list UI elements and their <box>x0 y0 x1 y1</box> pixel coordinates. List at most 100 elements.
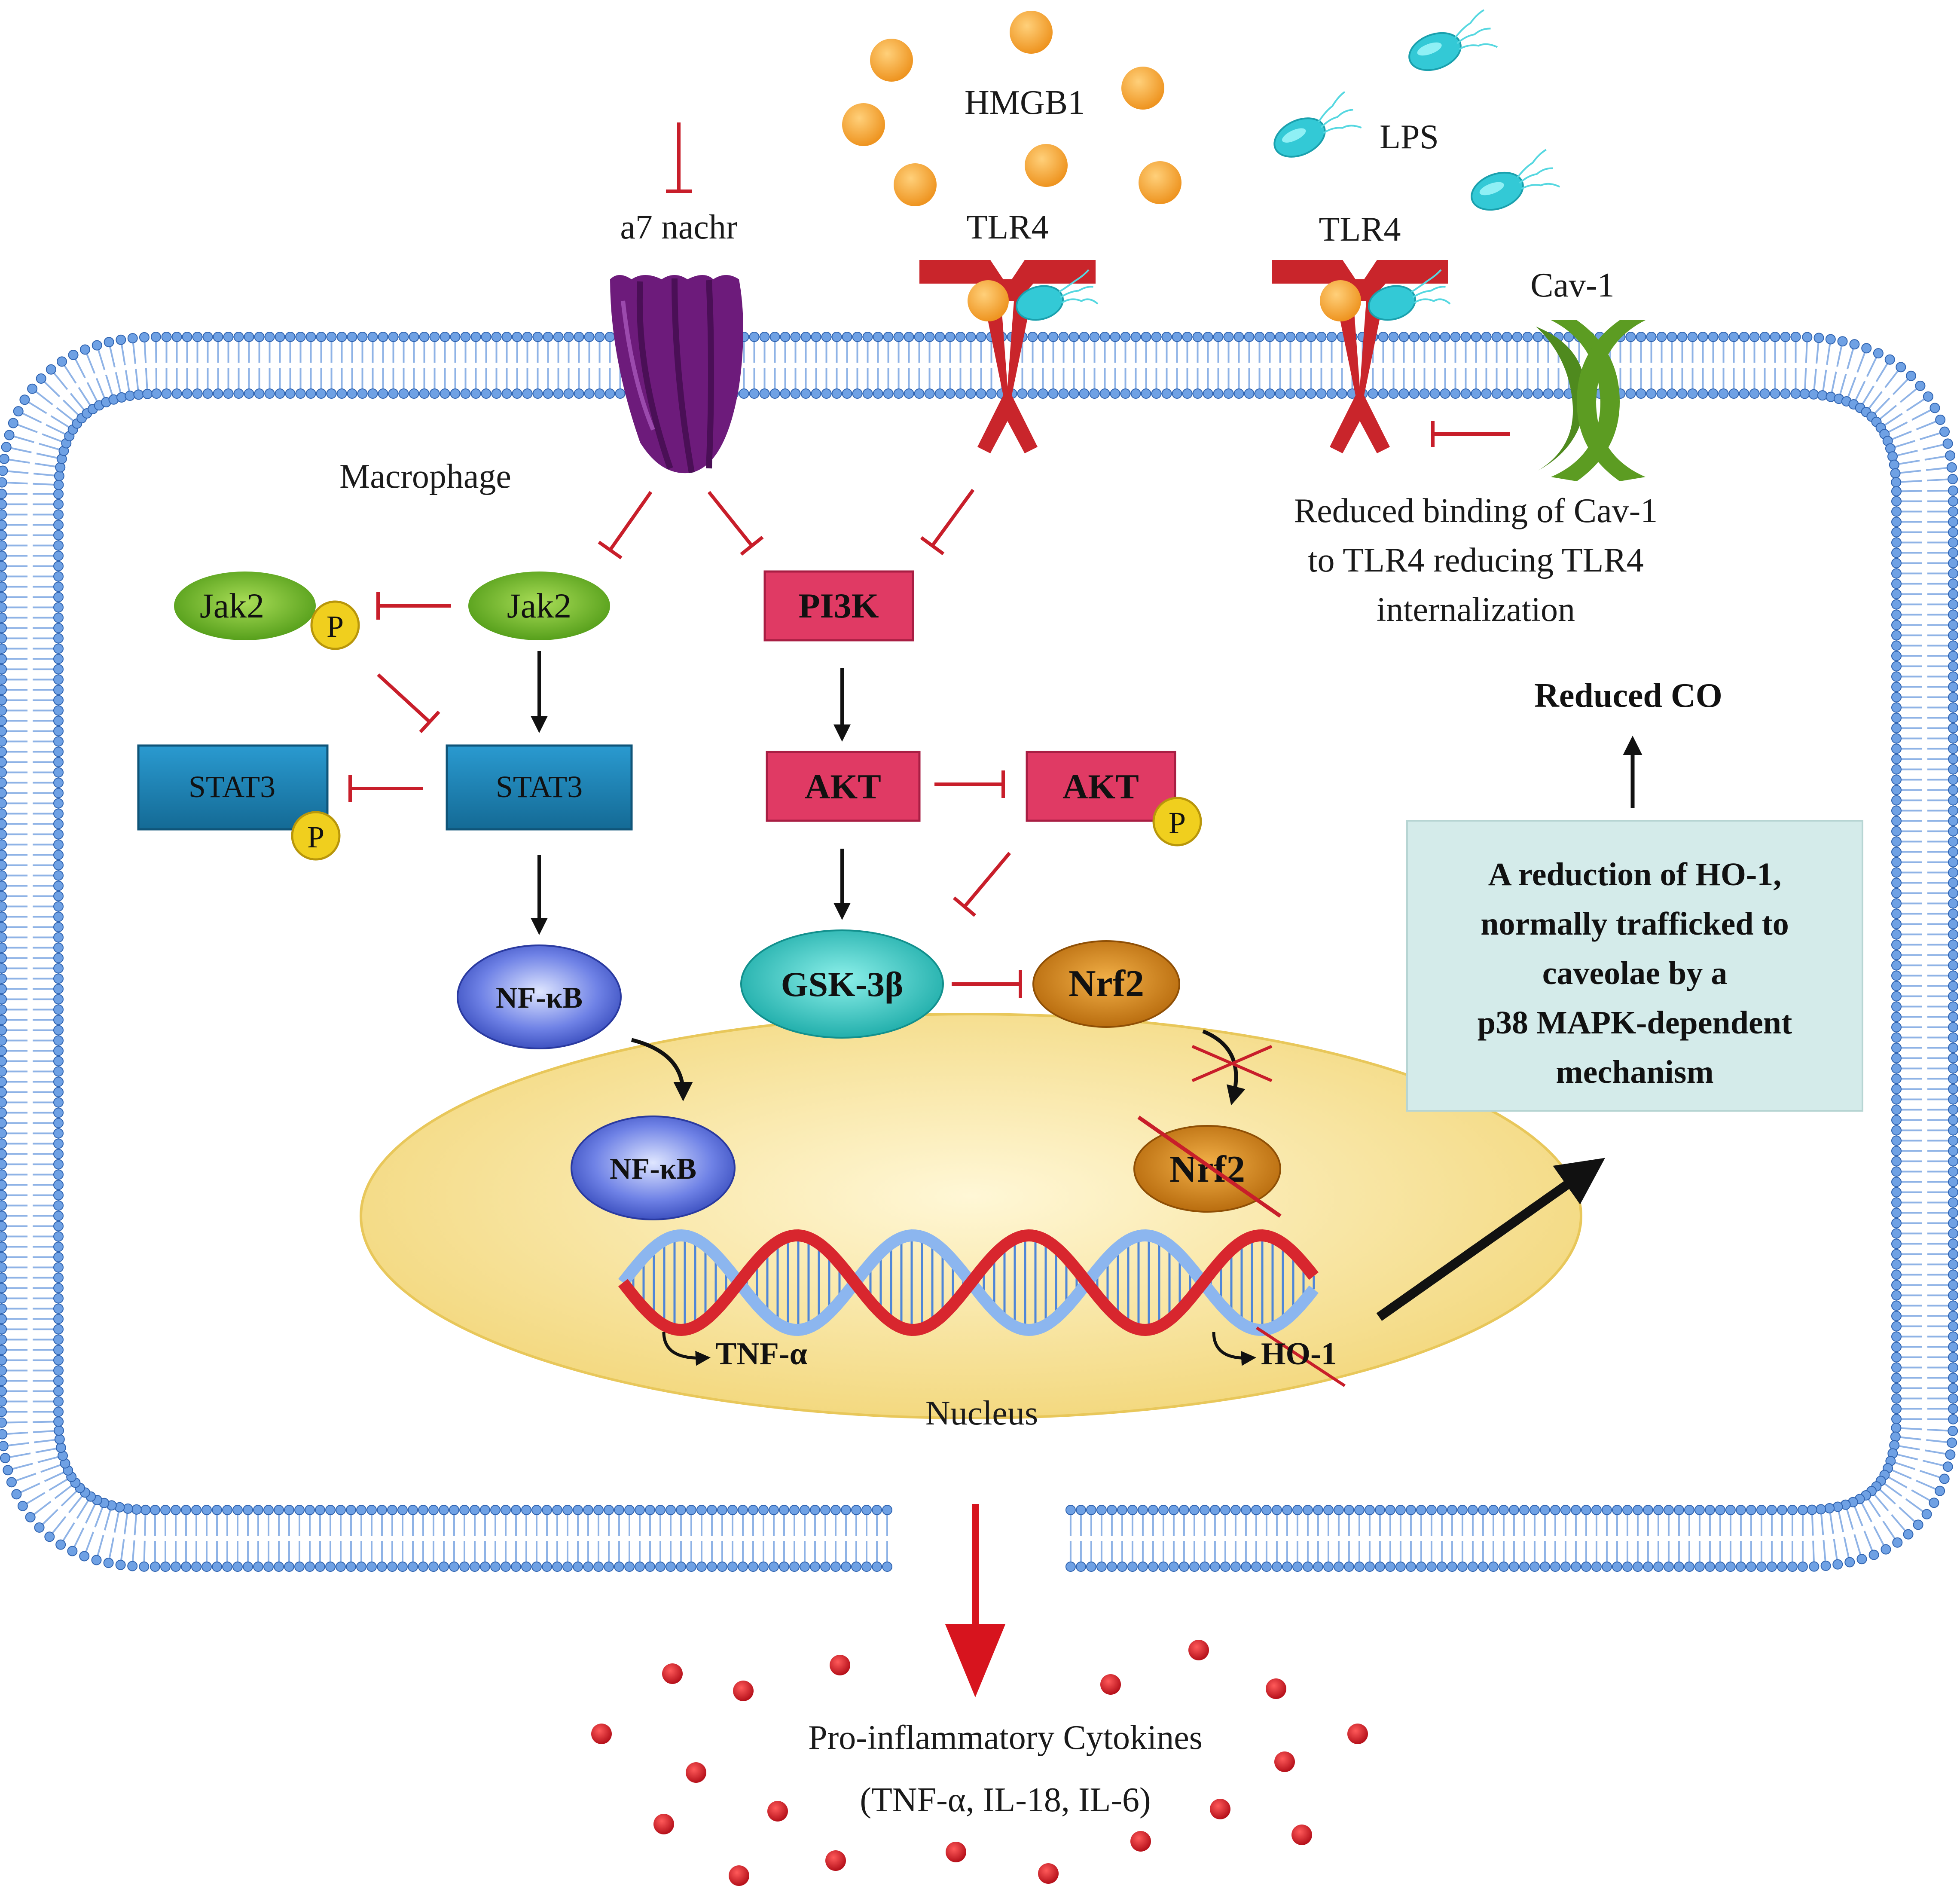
lipid-head <box>1892 1198 1901 1207</box>
lipid-head <box>625 1562 634 1571</box>
lipid-head <box>1948 486 1958 495</box>
lipid-head <box>0 1139 6 1149</box>
lipid-head <box>54 892 63 901</box>
lipid-head <box>1172 389 1182 398</box>
lipid-head <box>1544 389 1553 398</box>
lipid-tail <box>146 368 147 389</box>
lipid-head <box>585 389 594 398</box>
lipid-head <box>935 332 945 342</box>
lipid-head <box>1726 1562 1735 1571</box>
lipid-head <box>863 389 873 398</box>
lipid-head <box>1090 332 1099 342</box>
lipid-head <box>1948 672 1958 682</box>
lipid-head <box>1892 734 1901 743</box>
lipid-head <box>1087 1505 1096 1515</box>
lipid-head <box>0 861 6 870</box>
lipid-head <box>284 1562 294 1571</box>
lipid-head <box>1117 1505 1127 1515</box>
lipid-head <box>1221 1562 1230 1571</box>
lipid-head <box>810 1562 820 1571</box>
lipid-head <box>1513 332 1522 342</box>
lipid-head <box>54 706 63 715</box>
lipid-head <box>832 389 842 398</box>
lipid-head <box>1286 389 1295 398</box>
lipid-head <box>739 389 749 398</box>
lipid-tail <box>34 1501 51 1514</box>
lipid-head <box>389 332 398 342</box>
lipid-head <box>1947 463 1957 472</box>
lipid-head <box>595 389 604 398</box>
lipid-head <box>0 1356 6 1365</box>
lipid-head <box>956 332 965 342</box>
lipid-head <box>1825 1504 1834 1513</box>
lipid-head <box>55 1434 64 1444</box>
lipid-head <box>532 1562 541 1571</box>
lipid-tail <box>43 1510 58 1524</box>
lipid-head <box>202 1505 211 1515</box>
lipid-head <box>1389 332 1398 342</box>
lipid-head <box>656 1505 665 1515</box>
node-jak2-label: Jak2 <box>507 586 571 625</box>
cytokine-dot <box>1347 1724 1368 1744</box>
label-a7-nachr: a7 nachr <box>620 208 737 246</box>
lipid-head <box>1162 332 1172 342</box>
lipid-head <box>1892 755 1901 764</box>
lipid-head <box>1406 1562 1416 1571</box>
lipid-tail <box>87 382 97 401</box>
lipid-head <box>1904 1530 1913 1539</box>
lipid-head <box>1561 1505 1570 1515</box>
lipid-head <box>409 332 419 342</box>
lipid-tail <box>57 408 73 421</box>
lipid-head <box>616 389 625 398</box>
lipid-head <box>54 984 63 994</box>
lipid-head <box>1746 1562 1756 1571</box>
lipid-head <box>0 1129 6 1138</box>
cytokine-dot <box>729 1865 749 1886</box>
lipid-head <box>1896 362 1905 372</box>
lipid-tail <box>1885 413 1902 425</box>
inhibit-a7-jak2-bar <box>599 542 621 558</box>
lipid-head <box>1437 1562 1447 1571</box>
lipid-tail <box>1876 364 1887 382</box>
lipid-tail <box>1862 1503 1872 1522</box>
lipid-head <box>54 593 63 602</box>
lipid-head <box>1948 1270 1958 1280</box>
lipid-tail <box>33 484 54 485</box>
hmgb1-molecule <box>1121 67 1164 110</box>
lipid-head <box>54 531 63 540</box>
inhibit-a7-pi3k-bar <box>741 537 763 554</box>
lipid-head <box>0 850 6 860</box>
lipid-head <box>554 389 563 398</box>
lipid-tail <box>110 1537 114 1558</box>
lipid-head <box>1948 1167 1958 1177</box>
lipid-head <box>1612 1505 1622 1515</box>
lipid-head <box>1654 1562 1663 1571</box>
lipid-tail <box>16 1473 36 1480</box>
lipid-head <box>0 1098 6 1107</box>
lipid-head <box>533 332 543 342</box>
lipid-head <box>1936 415 1945 425</box>
lipid-head <box>1948 579 1958 589</box>
lipid-tail <box>18 425 37 432</box>
lipid-head <box>0 665 6 674</box>
lipid-head <box>1090 389 1099 398</box>
lipid-head <box>1802 333 1812 342</box>
lipid-head <box>1210 1562 1220 1571</box>
lipid-head <box>1313 1562 1323 1571</box>
lipid-head <box>707 1562 717 1571</box>
lipid-head <box>0 562 6 571</box>
lipid-tail <box>77 1501 88 1519</box>
cytokine-dot <box>591 1724 612 1744</box>
lipid-head <box>46 365 56 374</box>
lipid-head <box>491 1562 500 1571</box>
lipid-head <box>1396 1505 1405 1515</box>
lipid-head <box>1327 389 1337 398</box>
lipid-head <box>1678 389 1687 398</box>
lipid-head <box>54 1417 63 1426</box>
lipid-head <box>1179 1562 1189 1571</box>
lipid-head <box>1891 1432 1900 1442</box>
lipid-head <box>54 716 63 726</box>
lipid-head <box>1892 837 1901 847</box>
lipid-tail <box>115 1512 119 1532</box>
lipid-head <box>358 389 367 398</box>
